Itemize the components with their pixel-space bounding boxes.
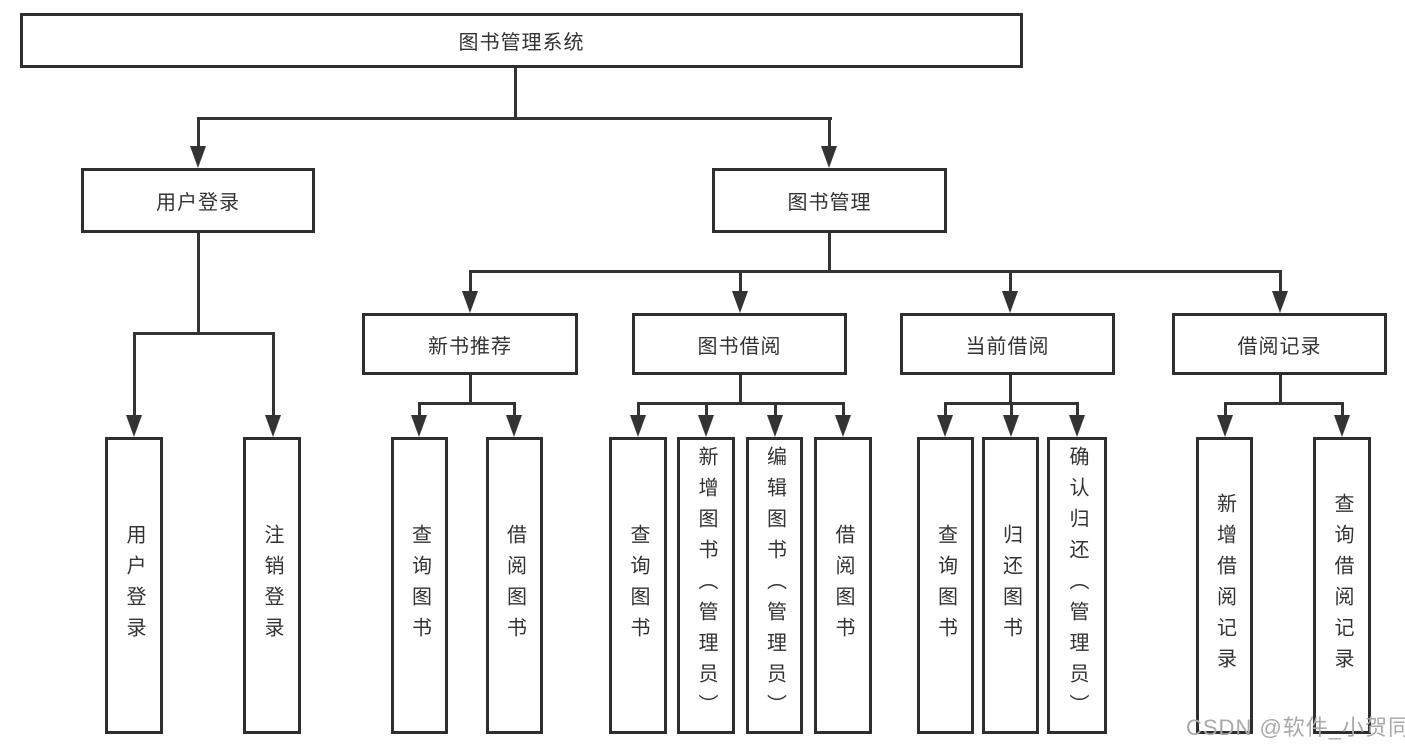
arrowhead-icon xyxy=(630,415,646,437)
connector-line xyxy=(1279,375,1282,404)
connector-line xyxy=(469,375,472,404)
leaf-user-login: 用户登录 xyxy=(105,437,163,734)
connector-line xyxy=(637,402,845,405)
node-book-management: 图书管理 xyxy=(712,168,947,233)
node-user-login-label: 用户登录 xyxy=(156,192,240,214)
leaf-confirm-return-admin: 确认归还（管理员） xyxy=(1047,437,1107,734)
arrowhead-icon xyxy=(1217,415,1233,437)
leaf-recommend-query-books-label: 查询图书 xyxy=(408,523,431,648)
arrowhead-icon xyxy=(1272,291,1288,313)
leaf-query-borrow-record-label: 查询借阅记录 xyxy=(1331,492,1353,679)
arrowhead-icon xyxy=(821,146,837,168)
connector-line xyxy=(469,270,1282,273)
leaf-logout-label: 注销登录 xyxy=(261,523,283,648)
connector-line xyxy=(418,402,516,405)
node-book-management-label: 图书管理 xyxy=(787,192,872,214)
node-borrow-records-label: 借阅记录 xyxy=(1237,335,1322,358)
connector-line xyxy=(1010,404,1013,417)
connector-line xyxy=(1076,404,1079,417)
arrowhead-icon xyxy=(1334,415,1350,437)
node-book-borrow-label: 图书借阅 xyxy=(697,335,782,358)
node-current-borrow: 当前借阅 xyxy=(900,313,1115,375)
leaf-return-books: 归还图书 xyxy=(982,437,1039,734)
connector-line xyxy=(1009,272,1012,291)
connector-line xyxy=(418,404,421,417)
csdn-watermark: CSDN @软件_小贺同学 xyxy=(1186,715,1405,740)
connector-line xyxy=(1341,404,1344,417)
arrowhead-icon xyxy=(462,291,478,313)
node-current-borrow-label: 当前借阅 xyxy=(965,335,1050,358)
leaf-current-query-books: 查询图书 xyxy=(917,437,974,734)
connector-line xyxy=(133,334,136,417)
leaf-borrow-query-books-label: 查询图书 xyxy=(627,523,649,648)
leaf-borrow-books-label: 借阅图书 xyxy=(832,523,854,648)
connector-line xyxy=(944,404,947,417)
node-new-book-recommend: 新书推荐 xyxy=(362,313,578,375)
node-new-book-recommend-label: 新书推荐 xyxy=(428,335,512,358)
leaf-borrow-query-books: 查询图书 xyxy=(609,437,667,734)
arrowhead-icon xyxy=(265,415,281,437)
connector-line xyxy=(637,404,640,417)
leaf-add-borrow-record-label: 新增借阅记录 xyxy=(1213,492,1236,679)
arrowhead-icon xyxy=(506,415,522,437)
leaf-user-login-label: 用户登录 xyxy=(123,523,145,648)
leaf-return-books-label: 归还图书 xyxy=(999,523,1022,648)
leaf-current-query-books-label: 查询图书 xyxy=(934,523,957,648)
arrowhead-icon xyxy=(698,415,714,437)
connector-line xyxy=(739,375,742,404)
connector-line xyxy=(197,117,832,120)
connector-line xyxy=(828,119,831,148)
connector-line xyxy=(514,68,517,119)
leaf-add-books-admin: 新增图书（管理员） xyxy=(677,437,735,734)
connector-line xyxy=(513,404,516,417)
connector-line xyxy=(739,272,742,291)
connector-line xyxy=(1279,272,1282,291)
node-book-borrow: 图书借阅 xyxy=(632,313,847,375)
arrowhead-icon xyxy=(411,415,427,437)
connector-line xyxy=(469,272,472,291)
leaf-logout: 注销登录 xyxy=(243,437,301,734)
arrowhead-icon xyxy=(767,415,783,437)
leaf-recommend-borrow-books: 借阅图书 xyxy=(486,437,543,734)
node-borrow-records: 借阅记录 xyxy=(1172,313,1387,375)
connector-line xyxy=(705,404,708,417)
connector-line xyxy=(272,334,275,417)
connector-line xyxy=(1224,404,1227,417)
leaf-add-borrow-record: 新增借阅记录 xyxy=(1196,437,1253,734)
leaf-recommend-borrow-books-label: 借阅图书 xyxy=(503,523,526,648)
arrowhead-icon xyxy=(1002,291,1018,313)
connector-line xyxy=(828,233,831,272)
arrowhead-icon xyxy=(126,415,142,437)
connector-line xyxy=(1009,375,1012,404)
connector-line xyxy=(133,332,275,335)
connector-line xyxy=(197,233,200,334)
leaf-edit-books-admin: 编辑图书（管理员） xyxy=(746,437,803,734)
arrowhead-icon xyxy=(1003,415,1019,437)
connector-line xyxy=(842,404,845,417)
leaf-edit-books-admin-label: 编辑图书（管理员） xyxy=(763,446,786,725)
leaf-query-borrow-record: 查询借阅记录 xyxy=(1313,437,1371,734)
arrowhead-icon xyxy=(937,415,953,437)
node-library-system: 图书管理系统 xyxy=(20,13,1023,68)
connector-line xyxy=(197,119,200,148)
leaf-add-books-admin-label: 新增图书（管理员） xyxy=(695,446,717,725)
connector-line xyxy=(944,402,1079,405)
arrowhead-icon xyxy=(190,146,206,168)
connector-line xyxy=(774,404,777,417)
leaf-borrow-books: 借阅图书 xyxy=(814,437,872,734)
leaf-confirm-return-admin-label: 确认归还（管理员） xyxy=(1066,446,1088,725)
leaf-recommend-query-books: 查询图书 xyxy=(391,437,448,734)
arrowhead-icon xyxy=(835,415,851,437)
node-library-system-label: 图书管理系统 xyxy=(458,32,585,54)
arrowhead-icon xyxy=(732,291,748,313)
arrowhead-icon xyxy=(1069,415,1085,437)
node-user-login: 用户登录 xyxy=(81,168,315,233)
connector-line xyxy=(1224,402,1344,405)
